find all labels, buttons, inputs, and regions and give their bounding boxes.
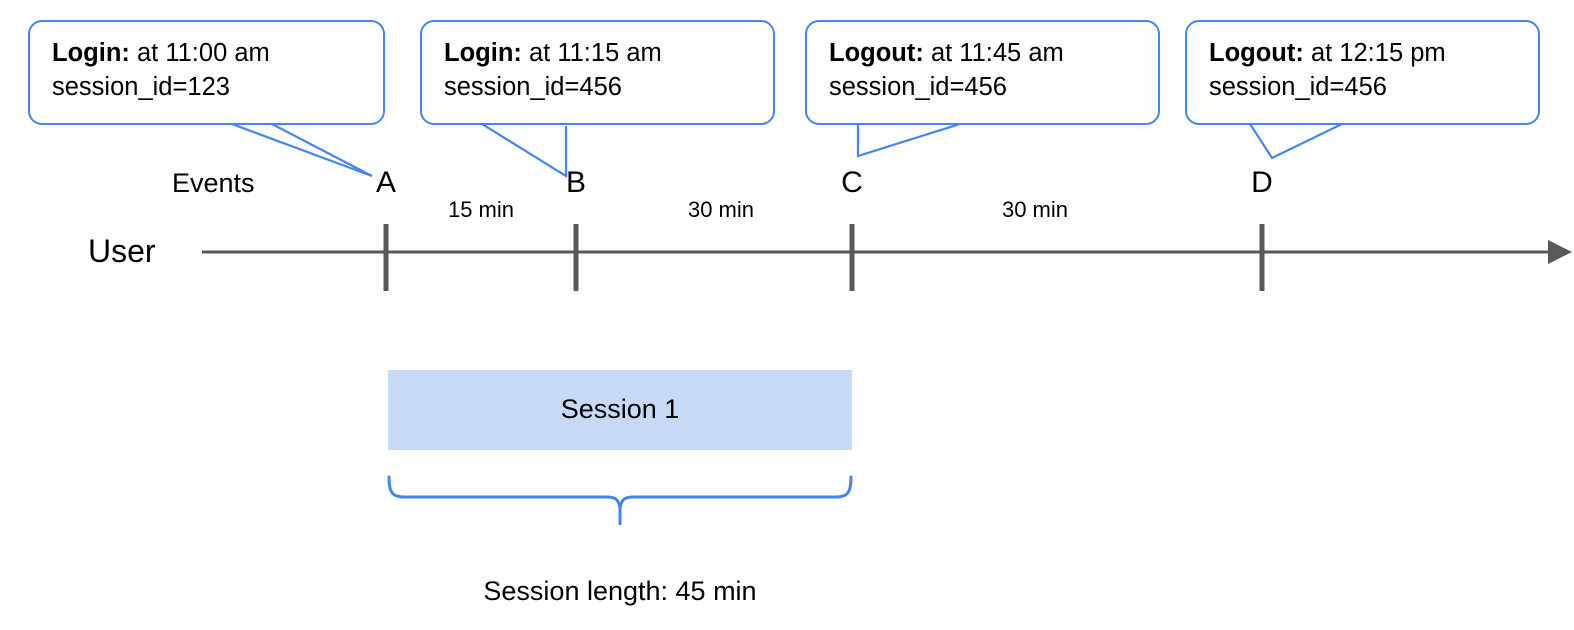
session-brace	[387, 475, 853, 525]
callout-tail-d	[1249, 123, 1343, 160]
event-letter-c: C	[841, 166, 863, 199]
callout-box-c[interactable]: Logout: at 11:45 am session_id=456	[805, 20, 1160, 125]
timeline-axis	[202, 240, 1572, 264]
callout-c-event: Logout:	[829, 39, 924, 67]
session-bar-session-1[interactable]	[388, 370, 852, 450]
callout-b-time: at 11:15 am	[521, 39, 662, 67]
callout-a-line1: Login: at 11:00 am	[52, 36, 363, 70]
event-letter-a: A	[375, 166, 396, 199]
callout-d-event: Logout:	[1209, 39, 1304, 67]
interval-label-bc: 30 min	[687, 197, 755, 222]
interval-label-ab: 15 min	[447, 197, 515, 222]
lane-label-user: User	[88, 233, 156, 269]
callout-b-line1: Login: at 11:15 am	[444, 36, 753, 70]
event-letter-b: B	[565, 166, 586, 199]
callout-box-d[interactable]: Logout: at 12:15 pm session_id=456	[1185, 20, 1540, 125]
callout-a-event: Login:	[52, 39, 130, 67]
callout-b-session-id: session_id=456	[444, 73, 622, 102]
interval-label-cd: 30 min	[1001, 197, 1069, 222]
callout-tail-c	[856, 122, 961, 158]
callout-a-time: at 11:00 am	[129, 39, 270, 67]
event-tick-marks	[383, 224, 1265, 291]
callout-d-time: at 12:15 pm	[1303, 39, 1446, 67]
session-bar-label: Session 1	[560, 394, 680, 424]
callout-c-time: at 11:45 am	[923, 39, 1064, 67]
callout-d-session-id: session_id=456	[1209, 73, 1387, 102]
callout-a-session-id: session_id=123	[52, 73, 230, 102]
callout-b-event: Login:	[444, 39, 522, 67]
callout-box-a[interactable]: Login: at 11:00 am session_id=123	[28, 20, 385, 125]
callout-c-line1: Logout: at 11:45 am	[829, 36, 1138, 70]
event-letter-d: D	[1251, 166, 1273, 199]
callout-box-b[interactable]: Login: at 11:15 am session_id=456	[420, 20, 775, 125]
callout-d-line1: Logout: at 12:15 pm	[1209, 36, 1518, 70]
callout-c-session-id: session_id=456	[829, 73, 1007, 102]
session-length-caption: Session length: 45 min	[483, 576, 757, 606]
lane-label-events: Events	[172, 168, 255, 198]
